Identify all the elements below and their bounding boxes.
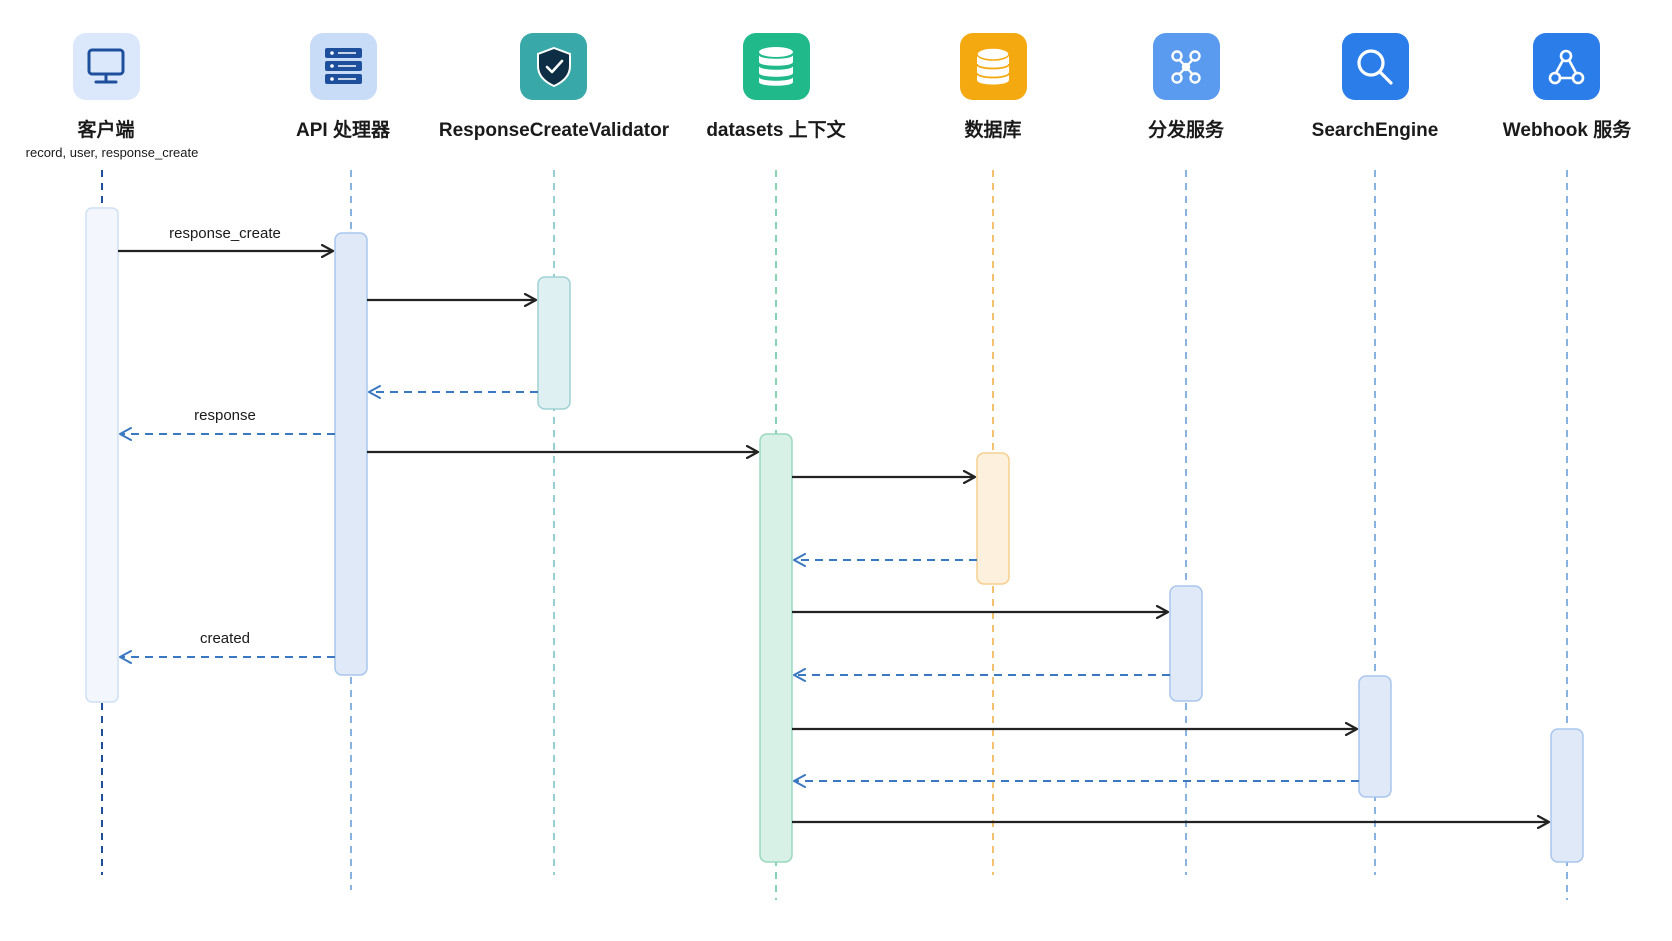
database-stack-icon: [759, 47, 793, 86]
database-icon: [976, 47, 1010, 85]
monitor-icon: [87, 48, 125, 84]
webhook-icon: [1548, 49, 1585, 85]
participant-validator: ResponseCreateValidator: [439, 33, 670, 141]
participant-search: SearchEngine: [1312, 33, 1439, 141]
participant-db: 数据库: [960, 33, 1027, 141]
participant-webhook: Webhook 服务: [1503, 33, 1632, 141]
participant-api: API 处理器: [296, 33, 391, 141]
participant-icon-bg: [1342, 33, 1409, 100]
participant-client: 客户端 record, user, response_create: [26, 33, 199, 160]
participant-dispatch: 分发服务: [1148, 33, 1225, 141]
server-icon: [325, 48, 362, 84]
activation-datasets: [759, 433, 793, 863]
participant-name: ResponseCreateValidator: [439, 120, 670, 141]
participant-datasets: datasets 上下文: [706, 33, 847, 141]
participant-name: SearchEngine: [1312, 120, 1439, 141]
participant-name: datasets 上下文: [706, 118, 846, 141]
participant-icon-bg: [73, 33, 140, 100]
participant-name: 客户端: [77, 118, 134, 141]
activation-db: [976, 452, 1010, 585]
network-icon: [1171, 50, 1201, 84]
message-label: response_create: [169, 225, 281, 242]
shield-check-icon: [537, 46, 571, 88]
message-label: response: [194, 407, 256, 424]
message-label: created: [200, 630, 250, 647]
activation-client: [85, 207, 119, 703]
participant-icon-bg: [743, 33, 810, 100]
activation-dispatch: [1169, 585, 1203, 702]
participant-name: Webhook 服务: [1503, 118, 1632, 141]
activation-validator: [537, 276, 571, 410]
activation-webhook: [1550, 728, 1584, 863]
search-icon: [1357, 49, 1393, 85]
participant-name: 数据库: [964, 118, 1021, 141]
participant-icon-bg: [1533, 33, 1600, 100]
participant-subtitle: record, user, response_create: [26, 145, 199, 160]
activation-search: [1358, 675, 1392, 798]
activation-api: [334, 232, 368, 676]
participant-name: 分发服务: [1148, 118, 1225, 141]
participant-name: API 处理器: [296, 118, 391, 141]
